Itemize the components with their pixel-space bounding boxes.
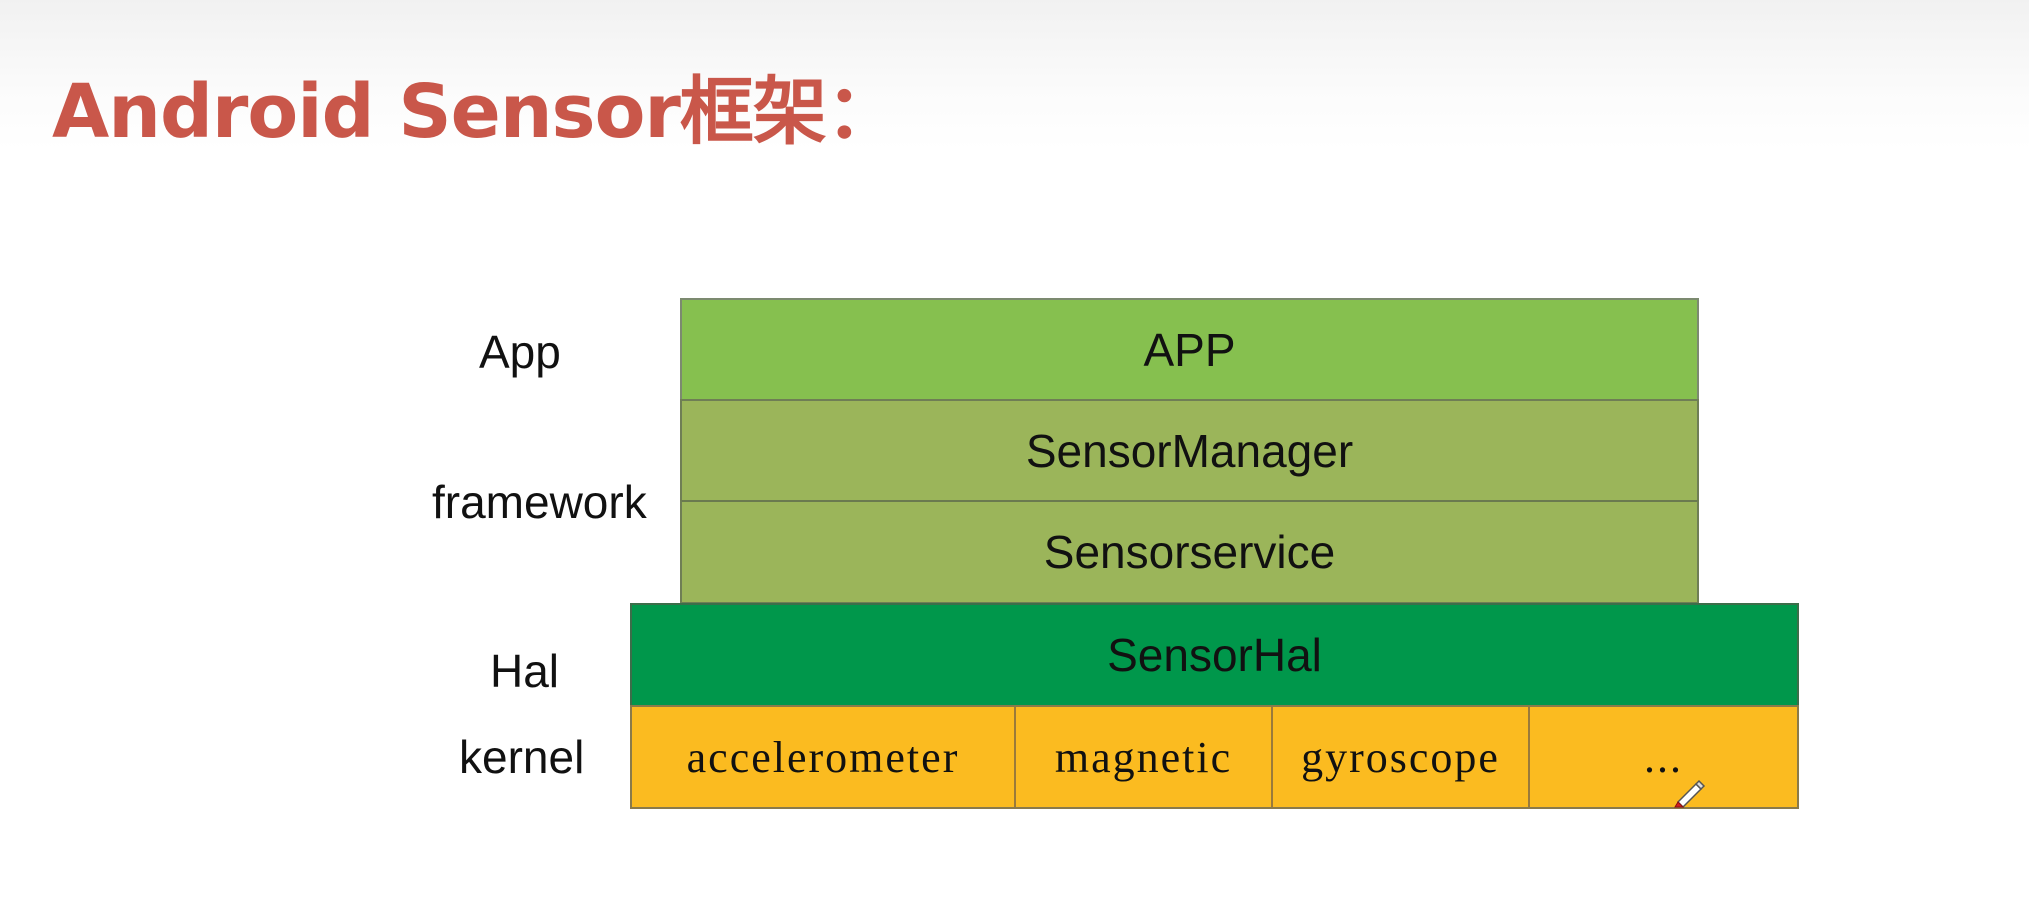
sensor-service-text: Sensorservice <box>1043 526 1336 578</box>
kernel-driver-magnetic: magnetic <box>1016 707 1273 807</box>
layer-label-app: App <box>479 326 561 378</box>
pen-cursor-icon <box>1674 779 1706 808</box>
app-layer-box: APP <box>680 298 1699 401</box>
sensor-manager-text: SensorManager <box>1025 424 1354 477</box>
kernel-driver-row: accelerometer magnetic gyroscope ... <box>630 705 1799 809</box>
layer-label-kernel: kernel <box>459 731 585 783</box>
sensor-service-box: Sensorservice <box>680 500 1699 604</box>
layer-label-framework: framework <box>432 476 647 528</box>
sensor-manager-box: SensorManager <box>680 399 1699 502</box>
layer-label-hal: Hal <box>490 645 560 697</box>
app-layer-text: APP <box>1143 323 1236 376</box>
sensor-hal-text: SensorHal <box>1107 629 1322 681</box>
kernel-driver-accelerometer: accelerometer <box>632 707 1016 807</box>
kernel-driver-more: ... <box>1644 732 1683 782</box>
sensor-hal-box: SensorHal <box>630 603 1799 707</box>
kernel-driver-gyroscope: gyroscope <box>1273 707 1530 807</box>
slide-title: Android Sensor框架： <box>52 69 900 155</box>
